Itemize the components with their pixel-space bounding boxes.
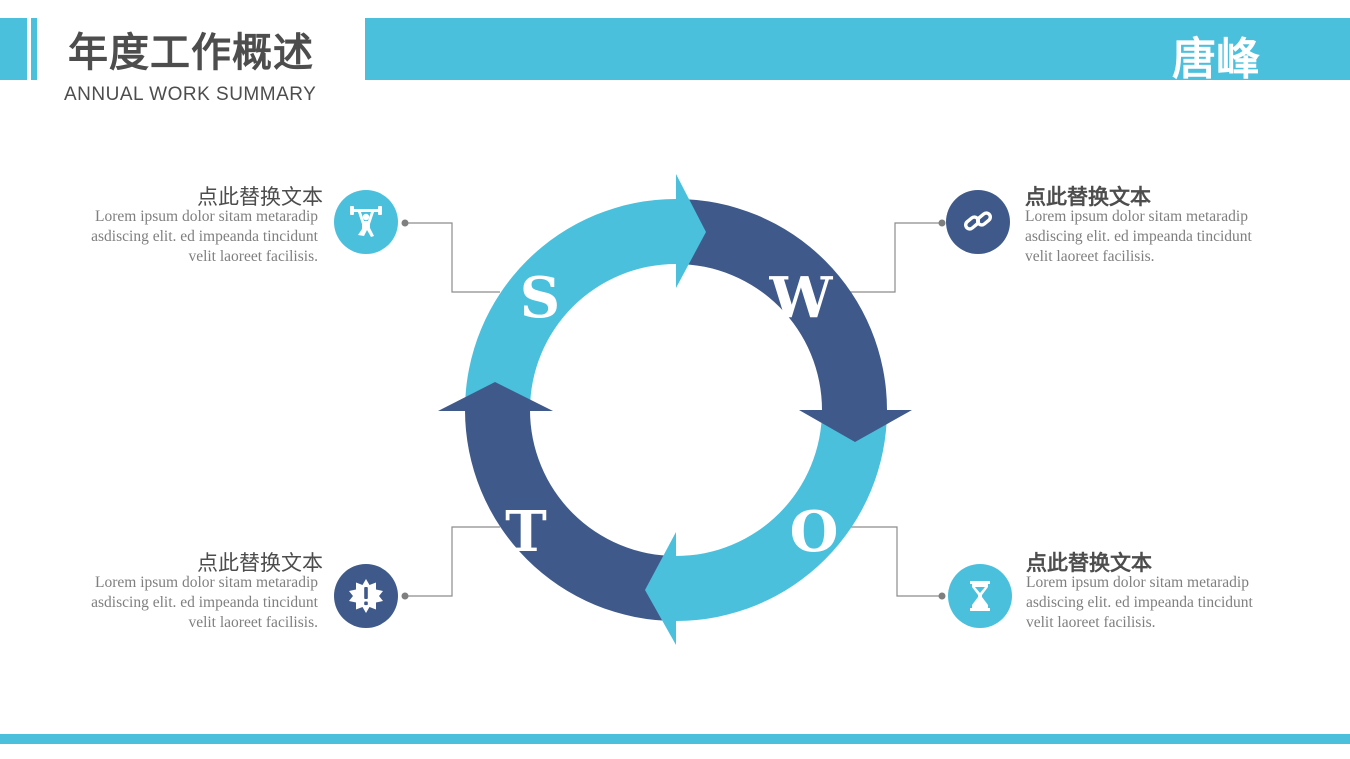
connector-w (850, 222, 942, 293)
connector-t (405, 526, 500, 597)
bottom-accent-bar (0, 734, 1350, 744)
page-title: 年度工作概述 (68, 30, 314, 76)
connector-dot-o (938, 592, 946, 600)
chain-link-icon (946, 190, 1010, 254)
letter-s: S (520, 265, 560, 331)
segment-t (465, 410, 676, 621)
alert-badge-icon (334, 564, 398, 628)
author-name: 唐峰 (1172, 34, 1260, 85)
text-block-t: 点此替换文本 (78, 547, 323, 577)
connector-o (850, 526, 942, 597)
weightlifter-icon (334, 190, 398, 254)
title-accent-bar (0, 18, 27, 80)
segment-w (676, 199, 887, 410)
letter-w: W (769, 265, 834, 331)
header-band (365, 18, 1350, 80)
item-body-o: Lorem ipsum dolor sitam metaradip asdisc… (1026, 574, 1253, 631)
arrow-head-o (645, 532, 676, 645)
item-body-w: Lorem ipsum dolor sitam metaradip asdisc… (1025, 208, 1252, 265)
title-accent-thin-bar (31, 18, 37, 80)
item-title-o: 点此替换文本 (1026, 551, 1152, 575)
connector-s (405, 222, 500, 293)
text-block-s: 点此替换文本 (78, 181, 323, 211)
segment-o (676, 410, 887, 621)
connector-dot-t (401, 592, 409, 600)
arrow-head-w (799, 410, 912, 442)
item-title-w: 点此替换文本 (1025, 185, 1151, 209)
connector-dot-w (938, 219, 946, 227)
arrow-head-s (676, 174, 706, 288)
item-body-t: Lorem ipsum dolor sitam metaradip asdisc… (91, 574, 318, 631)
connector-lines (405, 222, 942, 597)
letter-t: T (505, 499, 547, 565)
item-title-s: 点此替换文本 (197, 185, 323, 209)
item-title-t: 点此替换文本 (197, 551, 323, 575)
segment-s (465, 199, 676, 410)
connector-dot-s (401, 219, 409, 227)
page-subtitle: ANNUAL WORK SUMMARY (64, 84, 317, 105)
item-body-s: Lorem ipsum dolor sitam metaradip asdisc… (91, 208, 318, 265)
hourglass-icon (948, 564, 1012, 628)
arrow-head-t (438, 382, 553, 411)
text-block-w: 点此替换文本 (1025, 181, 1151, 211)
text-block-o: 点此替换文本 (1026, 547, 1152, 577)
letter-o: O (790, 499, 839, 565)
